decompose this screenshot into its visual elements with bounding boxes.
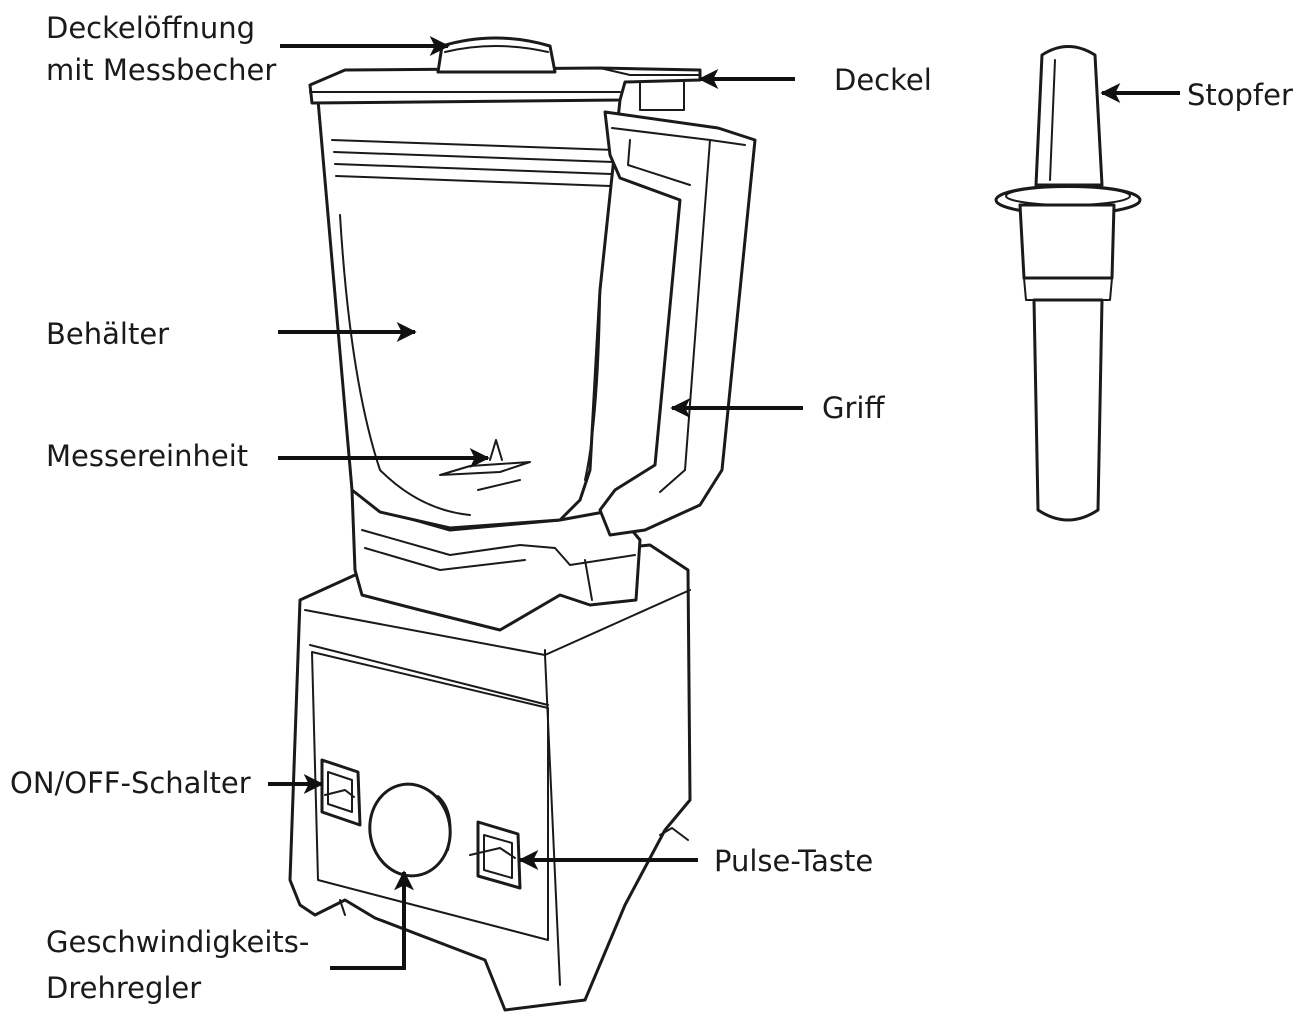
- label-speed-dial-line2: Drehregler: [46, 971, 202, 1005]
- label-speed-dial-line1: Geschwindigkeits-: [46, 925, 310, 959]
- container-drawing: [316, 98, 622, 530]
- tamper-drawing: [994, 45, 1142, 522]
- label-lid-opening-line2: mit Messbecher: [46, 53, 277, 87]
- label-container: Behälter: [46, 317, 170, 351]
- jar-collar: [350, 488, 642, 632]
- control-panel: [311, 651, 549, 941]
- motor-base: [288, 543, 692, 1012]
- label-lid: Deckel: [834, 63, 932, 97]
- speed-dial-drawing: [368, 782, 452, 878]
- label-on-off-switch: ON/OFF-Schalter: [10, 766, 251, 800]
- label-blade-unit: Messereinheit: [46, 439, 249, 473]
- pulse-button-drawing: [469, 820, 522, 890]
- label-lid-opening-line1: Deckelöffnung: [46, 11, 256, 45]
- measuring-cup-drawing: [436, 36, 557, 74]
- lid-drawing: [308, 36, 702, 111]
- handle-drawing: [598, 110, 757, 537]
- blade-drawing: [439, 461, 531, 476]
- arrow-speed-dial: [330, 870, 414, 970]
- label-tamper: Stopfer: [1187, 78, 1293, 112]
- on-off-switch-drawing: [320, 758, 362, 827]
- label-handle: Griff: [822, 391, 885, 425]
- label-pulse-button: Pulse-Taste: [714, 844, 874, 878]
- callout-arrows: [268, 36, 1180, 970]
